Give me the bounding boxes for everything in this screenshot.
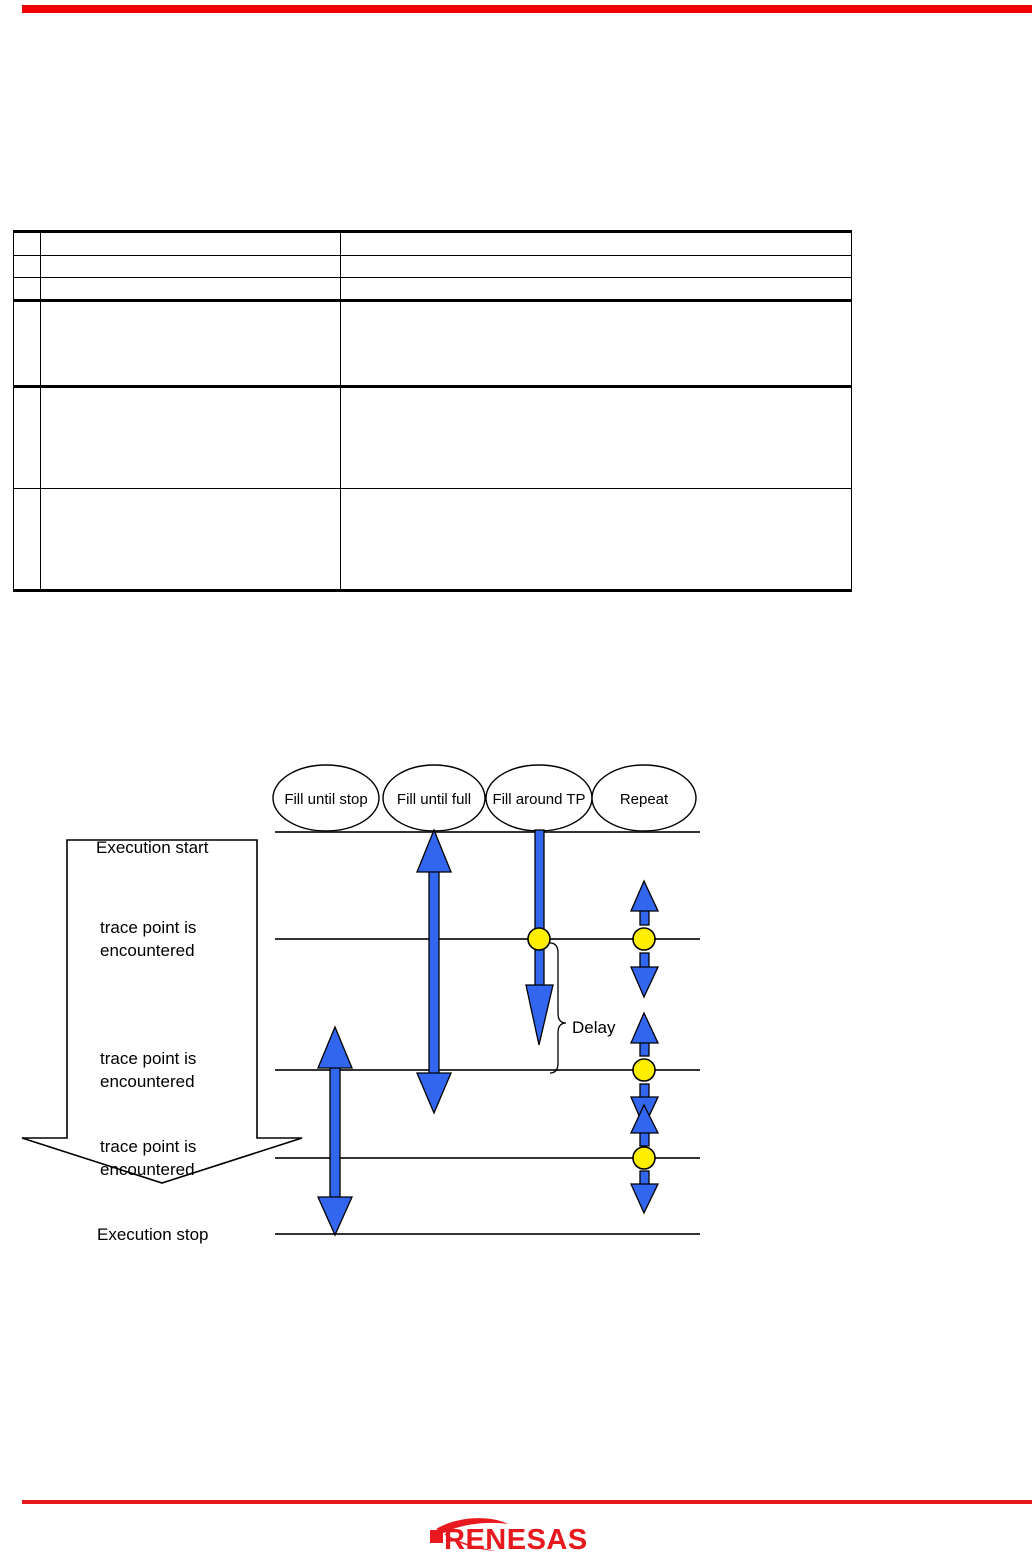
table-cell-desc xyxy=(340,300,852,388)
table-cell-desc xyxy=(340,488,852,592)
table-row xyxy=(13,277,852,302)
label-trace-point-1-line2: encountered xyxy=(100,941,195,960)
table-cell-no xyxy=(13,277,41,302)
trace-point-marker-repeat-1 xyxy=(632,927,656,951)
table-cell-desc xyxy=(340,255,852,278)
event-lines xyxy=(275,831,700,1235)
header-red-rule xyxy=(22,5,1032,13)
footer-red-rule xyxy=(22,1500,1032,1504)
label-trace-point-2-line1: trace point is xyxy=(100,1049,196,1068)
table-row xyxy=(13,386,852,489)
label-trace-point-3-line2: encountered xyxy=(100,1160,195,1179)
ellipse-label-repeat: Repeat xyxy=(620,791,669,808)
table-cell-item xyxy=(40,277,341,302)
execution-flow-arrow xyxy=(21,839,303,1184)
ellipse-fill-until-stop xyxy=(272,764,380,832)
ellipse-label-fill-until-stop: Fill until stop xyxy=(284,791,367,808)
repeat-arrow-group-3 xyxy=(629,1103,660,1215)
specification-table xyxy=(13,230,852,592)
ellipse-repeat xyxy=(591,764,697,832)
trace-point-marker-around-tp xyxy=(527,927,551,951)
table-cell-item xyxy=(40,230,341,256)
label-execution-stop: Execution stop xyxy=(97,1225,209,1244)
delay-brace xyxy=(549,942,567,1074)
arrow-fill-until-full xyxy=(416,828,452,1115)
table-cell-item xyxy=(40,300,341,388)
logo-mark-square xyxy=(430,1530,443,1543)
label-trace-point-3-line1: trace point is xyxy=(100,1137,196,1156)
table-cell-no xyxy=(13,300,41,388)
ellipse-label-fill-until-full: Fill until full xyxy=(397,791,471,808)
table-row xyxy=(13,300,852,388)
table-cell-no xyxy=(13,230,41,256)
logo-swoosh xyxy=(436,1518,508,1533)
table-row xyxy=(13,255,852,278)
trace-point-marker-repeat-3 xyxy=(632,1146,656,1170)
table-cell-no xyxy=(13,255,41,278)
arrow-fill-around-tp xyxy=(525,829,554,1046)
table-cell-desc xyxy=(340,386,852,489)
table-cell-no xyxy=(13,488,41,592)
logo-wordmark: RENESAS xyxy=(444,1524,588,1554)
label-trace-point-1-line1: trace point is xyxy=(100,918,196,937)
table-cell-no xyxy=(13,386,41,489)
repeat-arrow-group-1 xyxy=(630,879,660,999)
table-row xyxy=(13,230,852,256)
label-execution-start: Execution start xyxy=(96,838,209,857)
table-row xyxy=(13,488,852,592)
renesas-logo: RENESAS xyxy=(430,1518,620,1556)
table-cell-desc xyxy=(340,230,852,256)
trace-point-marker-repeat-2 xyxy=(632,1058,656,1082)
table-cell-item xyxy=(40,255,341,278)
table-cell-item xyxy=(40,386,341,489)
ellipse-label-fill-around-tp: Fill around TP xyxy=(492,791,585,808)
trace-fill-mode-timing-diagram: Fill until stop Fill until full Fill aro… xyxy=(0,735,760,1265)
table-cell-item xyxy=(40,488,341,592)
table-cell-desc xyxy=(340,277,852,302)
arrow-fill-until-stop xyxy=(316,1025,354,1237)
delay-label: Delay xyxy=(572,1018,616,1037)
label-trace-point-2-line2: encountered xyxy=(100,1072,195,1091)
